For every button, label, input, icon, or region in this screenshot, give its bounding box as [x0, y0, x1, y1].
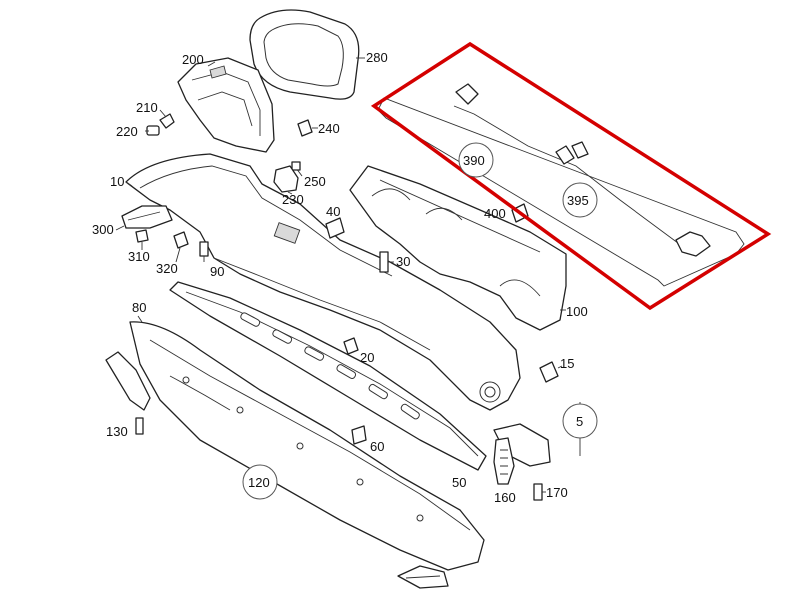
clip-15: [539, 361, 563, 383]
screw-130: [135, 417, 144, 435]
label-200: 200: [182, 52, 204, 67]
label-60: 60: [370, 439, 384, 454]
label-220: 220: [116, 124, 138, 139]
label-50: 50: [452, 475, 466, 490]
label-310: 310: [128, 249, 150, 264]
label-80: 80: [132, 300, 146, 315]
bracket-230: [273, 165, 299, 195]
label-280: 280: [366, 50, 388, 65]
clip-60: [351, 425, 367, 445]
screw-250: [291, 161, 303, 177]
clip-240: [297, 119, 318, 137]
screw-90: [199, 241, 209, 262]
label-250: 250: [304, 174, 326, 189]
label-15: 15: [560, 356, 574, 371]
fastener-220: [145, 125, 160, 136]
label-120: 120: [248, 475, 270, 490]
bracket-left-lower: [105, 351, 151, 411]
sensor-connector-1: [455, 83, 479, 105]
label-160: 160: [494, 490, 516, 505]
label-90: 90: [210, 264, 224, 279]
sensor-harness: [377, 83, 745, 287]
callout-120-circle: [242, 464, 278, 500]
clip-40: [325, 217, 345, 239]
sensor-connector-3: [675, 231, 711, 257]
label-395: 395: [567, 193, 589, 208]
label-40: 40: [326, 204, 340, 219]
label-400: 400: [484, 206, 506, 221]
callout-390-circle: [458, 142, 494, 178]
callout-395-circle: [562, 182, 598, 218]
part-280-frame: [249, 9, 365, 100]
label-240: 240: [318, 121, 340, 136]
clip-310: [135, 229, 149, 250]
label-5: 5: [576, 414, 583, 429]
highlight-box: [370, 41, 772, 311]
trim-end-piece: [397, 565, 449, 589]
fastener-210: [159, 109, 175, 129]
label-100: 100: [566, 304, 588, 319]
sensor-connector-2: [555, 141, 589, 165]
part-80-lower-bumper: [129, 315, 485, 571]
label-20: 20: [360, 350, 374, 365]
label-390: 390: [463, 153, 485, 168]
label-130: 130: [106, 424, 128, 439]
label-300: 300: [92, 222, 114, 237]
label-230: 230: [282, 192, 304, 207]
screw-170: [533, 483, 546, 501]
label-320: 320: [156, 261, 178, 276]
part-50-reinforcement: [169, 281, 487, 471]
label-30: 30: [396, 254, 410, 269]
label-10: 10: [110, 174, 124, 189]
clip-320: [173, 231, 189, 263]
clip-20: [343, 337, 359, 355]
part-100-diffuser: [349, 165, 567, 331]
clip-300: [115, 205, 173, 231]
strap-160: [493, 437, 515, 485]
callout-5-circle: [562, 403, 598, 439]
screw-30: [379, 251, 394, 273]
part-200-bracket: [177, 57, 275, 153]
label-210: 210: [136, 100, 158, 115]
label-170: 170: [546, 485, 568, 500]
